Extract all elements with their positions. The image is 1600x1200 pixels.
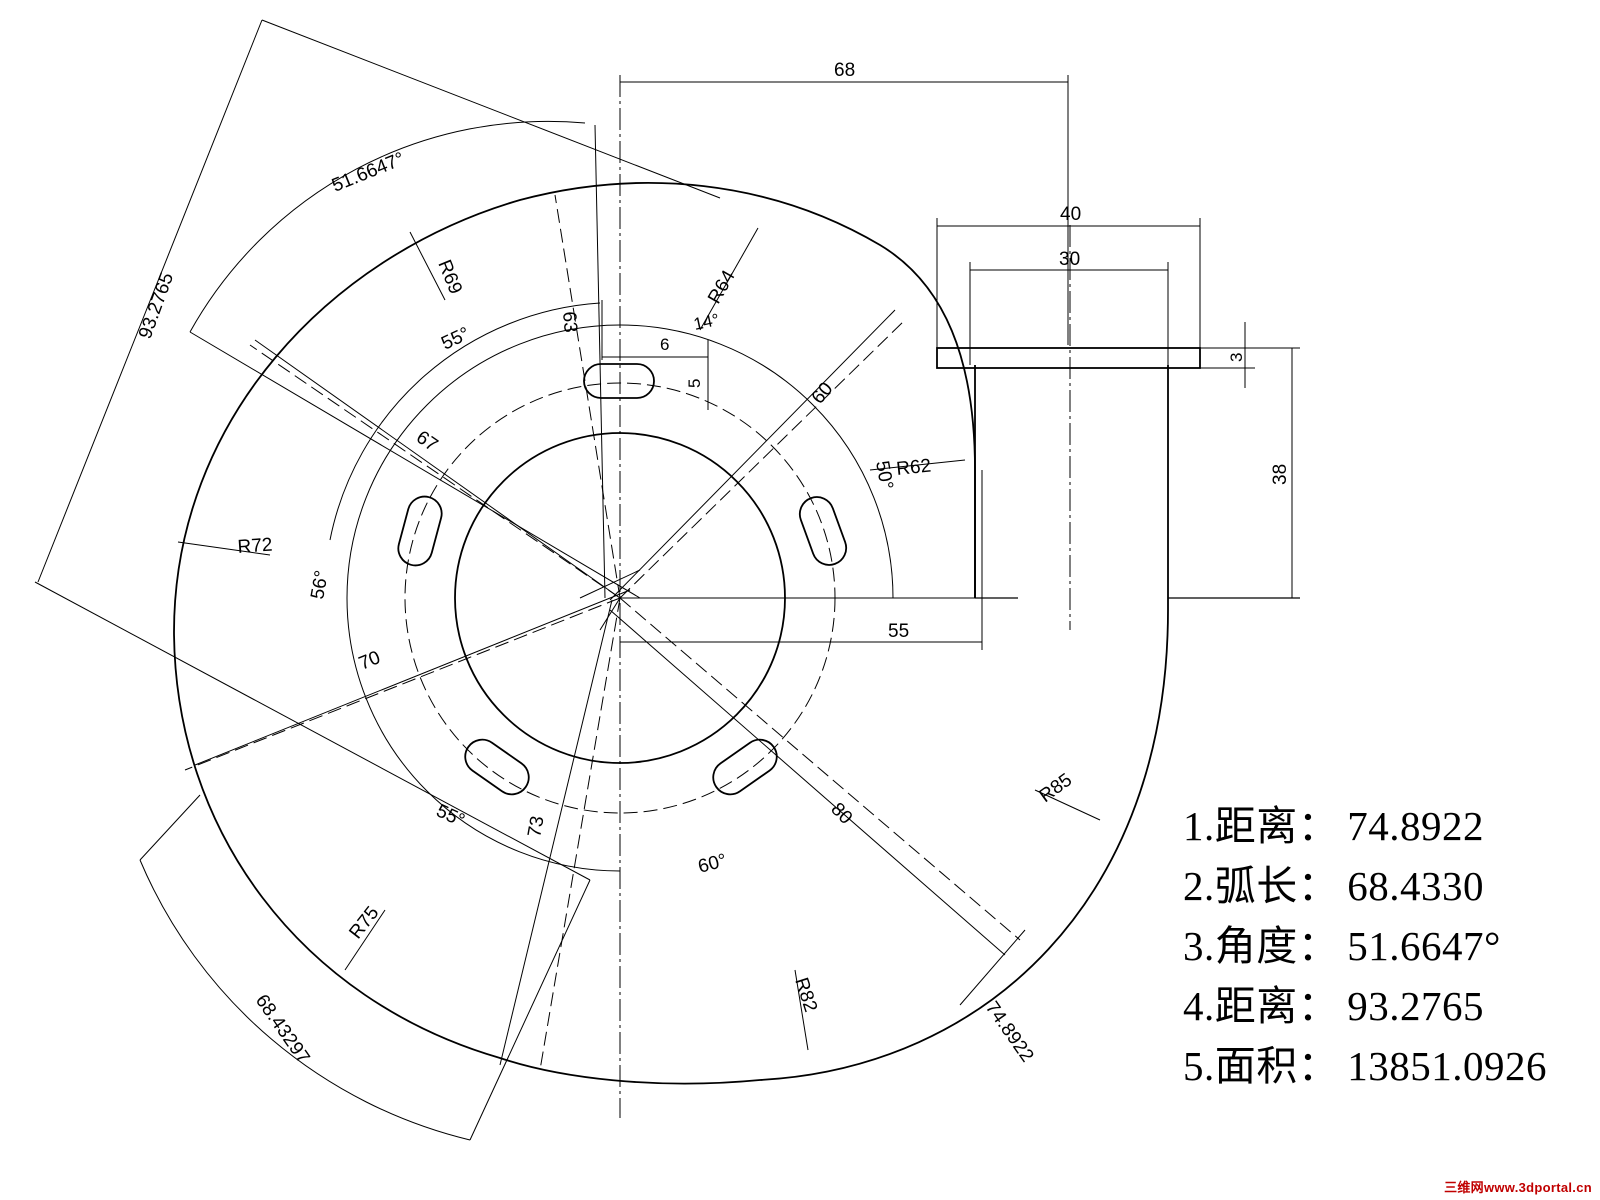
dim-70-text: 70	[356, 647, 383, 674]
dim-93	[34, 19, 721, 881]
result-value: 74.8922	[1347, 803, 1484, 849]
dim-74-ext	[959, 929, 1026, 1006]
dim-6-text: 6	[660, 335, 669, 354]
arc-51-leg	[189, 331, 641, 599]
slot-bottom-right	[712, 738, 778, 796]
construction-lines	[184, 124, 1021, 1071]
flange-plate	[936, 347, 1201, 369]
volute-outline	[173, 182, 1169, 1085]
result-label: 1.距离：	[1183, 803, 1340, 849]
angle-56-text: 56°	[307, 569, 333, 601]
result-label: 4.距离：	[1183, 983, 1340, 1029]
dim-51-text: 51.6647°	[329, 149, 408, 197]
result-value: 68.4330	[1347, 863, 1484, 909]
slot-bottom-left	[464, 738, 530, 796]
angle-55-top-text: 55°	[438, 323, 473, 354]
dim-r72-text: R72	[237, 535, 273, 558]
dim-r82-text: R82	[790, 975, 821, 1015]
slots	[397, 363, 848, 796]
dim-93-ext-bottom	[469, 879, 591, 1141]
dim-40-text: 40	[1060, 204, 1081, 225]
dim-73-text: 73	[524, 814, 548, 838]
result-row: 4.距离：93.2765	[1183, 976, 1547, 1036]
dim-r75-text: R75	[345, 903, 383, 943]
slot-left	[397, 495, 443, 567]
result-row: 1.距离：74.8922	[1183, 796, 1547, 856]
dim-r69-text: R69	[433, 257, 466, 297]
result-label: 2.弧长：	[1183, 863, 1340, 909]
result-row: 5.面积：13851.0926	[1183, 1036, 1547, 1096]
dim-55-text: 55	[888, 621, 909, 642]
result-value: 93.2765	[1347, 983, 1484, 1029]
slot-arc-outer	[346, 324, 894, 872]
result-value: 13851.0926	[1347, 1043, 1547, 1089]
arc-55-top	[329, 302, 601, 541]
dim-93-text: 93.2765	[135, 270, 178, 342]
angle-60-text: 60°	[696, 850, 729, 878]
angle-50-text: 50°	[871, 459, 897, 491]
dim-r62-text: R62	[895, 455, 932, 480]
arc-68-leg	[139, 794, 201, 861]
angle-55-bottom-text: 55°	[433, 800, 468, 831]
radius-leaders	[177, 227, 1101, 1051]
result-label: 3.角度：	[1183, 923, 1340, 969]
dim-5-text: 5	[685, 379, 704, 388]
dim-3-text: 3	[1227, 353, 1246, 362]
dim-30-text: 30	[1059, 249, 1080, 270]
dim-r85-text: R85	[1036, 770, 1077, 807]
arc-68-bottom	[139, 859, 471, 1141]
result-row: 3.角度：51.6647°	[1183, 916, 1547, 976]
angle-14-text: 14°	[692, 310, 721, 334]
results-panel: 1.距离：74.8922 2.弧长：68.4330 3.角度：51.6647° …	[1183, 796, 1547, 1096]
slot-top	[583, 363, 655, 399]
watermark: 三维网www.3dportal.cn	[1444, 1180, 1592, 1195]
result-row: 2.弧长：68.4330	[1183, 856, 1547, 916]
arc-51	[189, 120, 586, 333]
result-value: 51.6647°	[1347, 923, 1501, 969]
result-label: 5.面积：	[1183, 1043, 1340, 1089]
slot-right	[798, 496, 848, 566]
dist-74-bottom-text: 74.8922	[981, 998, 1038, 1066]
dim-38-text: 38	[1270, 464, 1291, 485]
dim-68-text: 68	[834, 60, 855, 81]
dim-67-text: 67	[412, 427, 441, 456]
dim-63-text: 63	[558, 311, 581, 334]
dim-r64-text: R64	[704, 266, 740, 307]
dim-68	[620, 75, 1069, 345]
